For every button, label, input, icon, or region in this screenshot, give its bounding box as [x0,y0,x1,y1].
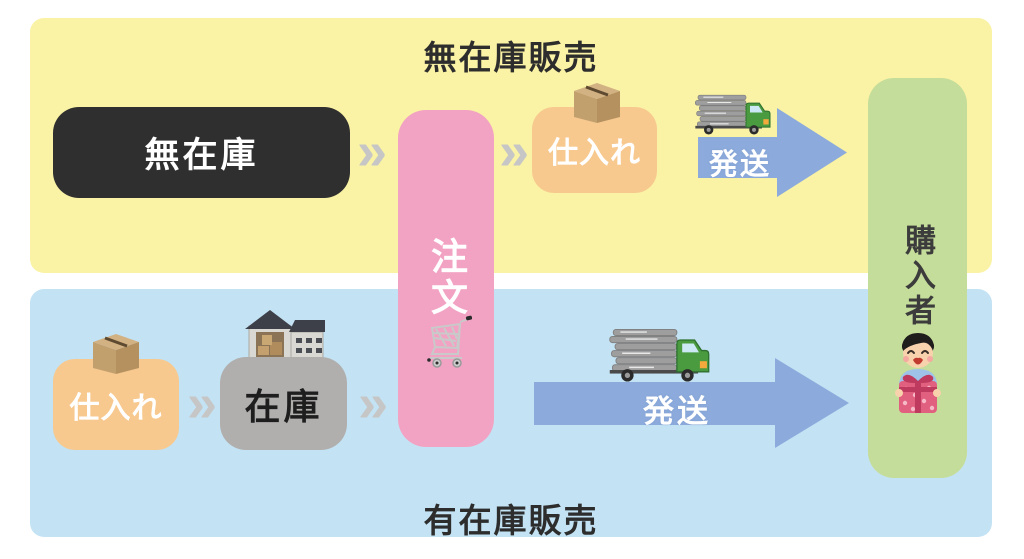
ship-label-bottom: 発送 [643,394,711,429]
buyer-person-icon [891,331,945,417]
shopping-cart-icon [424,314,473,368]
no-stock-sales-title: 無在庫販売 [423,39,599,76]
buyer-node: 購入者 [868,78,967,478]
ship-label-top: 発送 [708,149,771,181]
delivery-truck-icon [694,93,774,136]
chevron-right-icon: » [356,121,388,182]
cardboard-box-icon [569,79,625,123]
order-label: 注文 [425,237,467,319]
cardboard-box-icon [88,330,144,374]
purchase-node-bottom: 仕入れ [53,359,179,450]
ship-arrow-bottom [534,358,849,448]
chevron-right-icon: » [186,373,218,434]
order-node: 注文 [398,110,494,447]
chevron-right-icon: » [357,373,389,434]
no-stock-node: 無在庫 [53,107,350,198]
chevron-right-icon: » [498,121,530,182]
ship-arrow-top [698,108,847,197]
delivery-truck-icon [608,326,714,384]
stock-sales-title: 有在庫販売 [423,502,599,539]
buyer-label: 購入者 [900,223,935,329]
warehouse-icon [245,308,325,364]
stock-node: 在庫 [220,357,347,450]
